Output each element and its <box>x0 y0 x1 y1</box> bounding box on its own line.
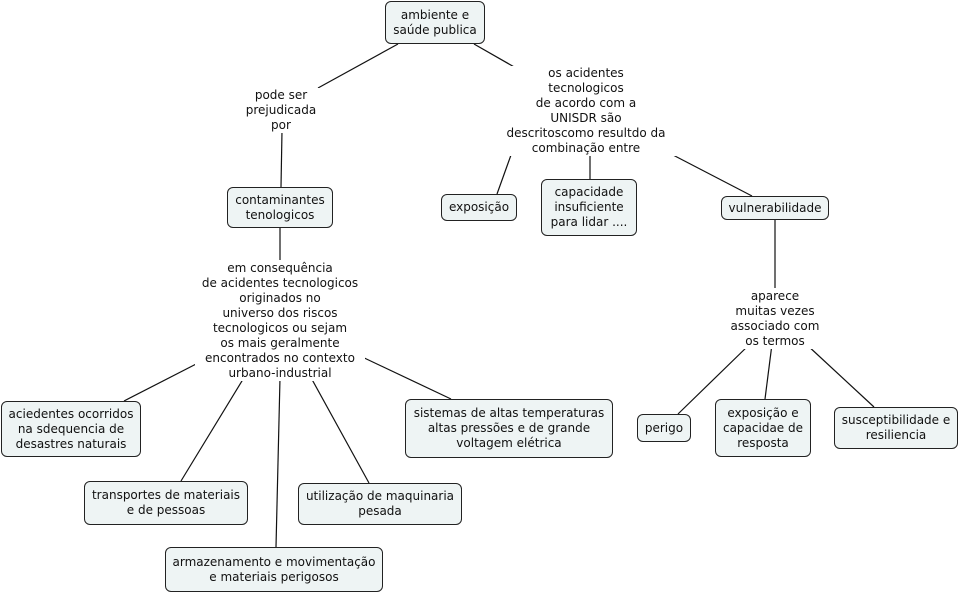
link-em-consequencia: em consequência de acidentes tecnologico… <box>195 261 365 381</box>
node-susceptibilidade-resiliencia[interactable]: susceptibilidade e resiliencia <box>834 407 958 449</box>
node-ambiente-saude-publica[interactable]: ambiente e saúde publica <box>385 1 485 44</box>
node-sistemas-altas-temperaturas[interactable]: sistemas de altas temperaturas altas pre… <box>405 399 613 458</box>
link-pode-ser-prejudicada: pode ser prejudicada por <box>236 88 326 133</box>
node-exposicao-capacidade-resposta[interactable]: exposição e capacidae de resposta <box>715 399 811 457</box>
node-perigo[interactable]: perigo <box>637 414 691 442</box>
node-capacidade-insuficiente[interactable]: capacidade insuficiente para lidar .... <box>541 179 637 236</box>
node-acidentes-desastres-naturais[interactable]: aciedentes ocorridos na sdequencia de de… <box>1 401 141 457</box>
node-armazenamento-materiais[interactable]: armazenamento e movimentação e materiais… <box>165 547 383 592</box>
node-vulnerabilidade[interactable]: vulnerabilidade <box>721 196 829 220</box>
link-aparece-associado: aparece muitas vezes associado com os te… <box>720 289 830 349</box>
node-contaminantes-tenologicos[interactable]: contaminantes tenologicos <box>227 187 333 228</box>
node-exposicao[interactable]: exposição <box>441 194 517 221</box>
link-acidentes-tecnologicos: os acidentes tecnologicos de acordo com … <box>496 66 676 156</box>
node-maquinaria-pesada[interactable]: utilização de maquinaria pesada <box>298 483 462 525</box>
node-transportes-materiais[interactable]: transportes de materiais e de pessoas <box>84 481 248 525</box>
